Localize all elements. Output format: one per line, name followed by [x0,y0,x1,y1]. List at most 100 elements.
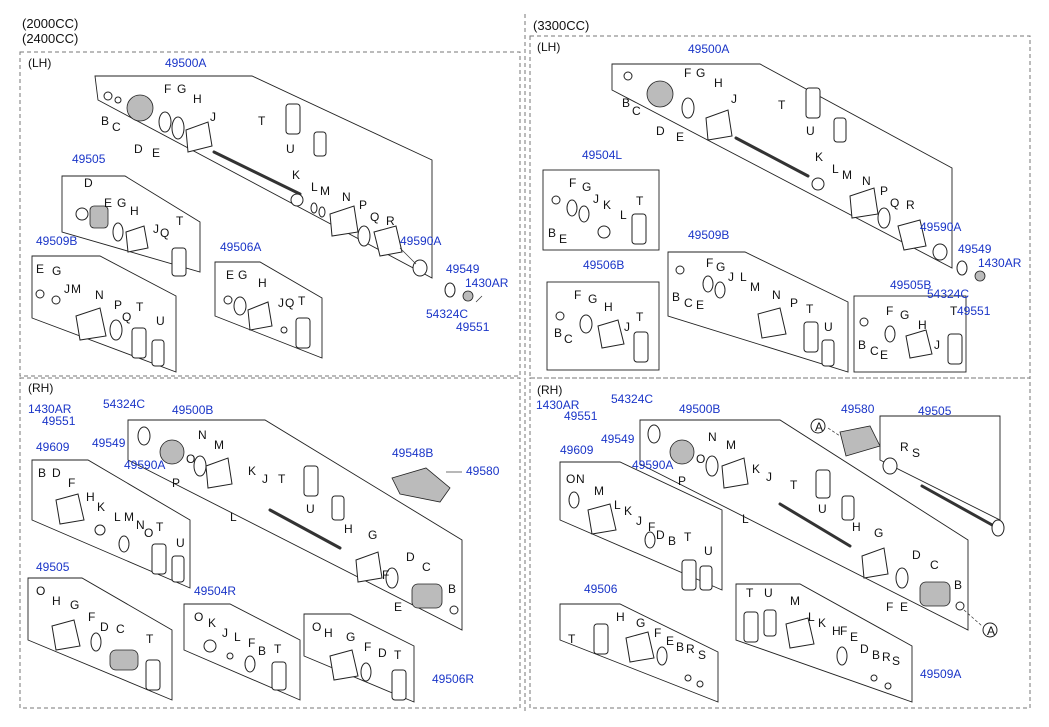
part-49509B-right[interactable]: 49509B [688,228,730,242]
part-49549-right[interactable]: 49549 [958,242,992,256]
part-49590A-left[interactable]: 49590A [400,234,442,248]
part-49505-right-rh[interactable]: 49505 [918,404,952,418]
part-49505-left[interactable]: 49505 [72,152,106,166]
letter-c-lr: C [422,560,431,574]
group-49506A-left [214,261,323,359]
letter-o-49504r: O [194,610,204,624]
letter-b-49609: B [38,466,47,480]
part-49504L-right[interactable]: 49504L [582,148,623,162]
callout-circle-a-bottom [982,622,998,638]
letter-h-rl: H [714,76,723,90]
part-49505-left-rh[interactable]: 49505 [36,560,70,574]
letter-m-49609r: M [594,484,604,498]
letter-f-49509a: F [840,624,848,638]
part-49551-right[interactable]: 49551 [957,304,991,318]
letter-h-ll: H [193,92,202,106]
nut-washer-left-lh [444,282,483,303]
letter-b-49609r: B [668,534,677,548]
part-49504R-left[interactable]: 49504R [194,584,237,598]
letter-j-rr: J [766,470,772,484]
part-49590A-right[interactable]: 49590A [920,220,962,234]
kit-49504L-right [551,195,647,245]
part-49509B-left[interactable]: 49509B [36,234,78,248]
part-49500B-left[interactable]: 49500B [172,403,214,417]
letter-k-ll: K [292,168,301,182]
part-49505B-right[interactable]: 49505B [890,278,932,292]
part-49590A-right-rh[interactable]: 49590A [632,458,674,472]
letter-k-49504r: K [208,616,217,630]
part-1430AR-right-rh[interactable]: 1430AR [536,398,580,412]
letter-k-lr: K [248,464,257,478]
part-49506-right[interactable]: 49506 [584,582,618,596]
part-49551-left[interactable]: 49551 [456,320,490,334]
part-49548B-left[interactable]: 49548B [392,446,434,460]
part-49500B-right[interactable]: 49500B [679,402,721,416]
group-49609-left [31,459,191,589]
letter-h-rr: H [852,520,861,534]
part-49506R-left[interactable]: 49506R [432,672,475,686]
part-49551-right-rh[interactable]: 49551 [564,409,598,423]
part-1430AR-right[interactable]: 1430AR [978,256,1022,270]
letter-d-ll: D [134,142,143,156]
letter-j-lr: J [262,472,268,486]
letter-k-rl: K [815,150,824,164]
letter-q-ll: Q [370,210,380,224]
part-54324C-right-rh[interactable]: 54324C [611,392,654,406]
letter-d-lr: D [406,550,415,564]
letter-t-49504l: T [636,194,644,208]
section-rh-left: (RH) [28,381,54,395]
part-54324C-left-rh[interactable]: 54324C [103,397,146,411]
letter-t-49509a: T [746,586,754,600]
letter-s-49506r2: S [698,648,707,662]
letter-d-rl: D [656,124,665,138]
letter-h-49506r2: H [616,610,625,624]
letter-e-49509a: E [850,630,859,644]
part-49506A-left[interactable]: 49506A [220,240,262,254]
letter-l-49504r: L [234,630,241,644]
group-49500B-right [639,419,969,631]
part-49580-right[interactable]: 49580 [841,402,875,416]
part-49580-left[interactable]: 49580 [466,464,500,478]
letter-k-rr: K [752,462,761,476]
letter-o-rr: O [696,452,706,466]
letter-g-49506a: G [238,268,248,282]
part-49549-right-rh[interactable]: 49549 [601,432,635,446]
letter-t-rr: T [790,478,798,492]
kit-49506A-left [223,295,311,349]
letter-k-49609r: K [624,504,633,518]
part-54324C-right[interactable]: 54324C [927,287,970,301]
part-1430AR-left[interactable]: 1430AR [465,276,509,290]
part-49500A-left[interactable]: 49500A [165,56,207,70]
part-49551-left-rh[interactable]: 49551 [42,414,76,428]
letter-n-ll: N [342,190,351,204]
part-54324C-left[interactable]: 54324C [426,307,469,321]
letter-t-rl: T [778,98,786,112]
letter-e-49505b: E [880,348,889,362]
letter-f-49504l: F [569,176,577,190]
letter-g-49506b: G [588,292,598,306]
part-1430AR-left-rh[interactable]: 1430AR [28,402,72,416]
part-49590A-left-rh[interactable]: 49590A [124,458,166,472]
letter-d-49509a: D [860,642,869,656]
part-49549-left[interactable]: 49549 [446,262,480,276]
panel-right-lh [529,35,1031,379]
part-49500A-right[interactable]: 49500A [688,42,730,56]
section-lh-right: (LH) [537,40,561,54]
part-49609-left[interactable]: 49609 [36,440,70,454]
letter-t-49506r2: T [568,632,576,646]
kit-49509A-right [743,609,892,690]
part-49609-right[interactable]: 49609 [560,443,594,457]
letter-j-49509br: J [728,270,734,284]
header-2400cc: (2400CC) [22,31,79,46]
part-49549-left-rh[interactable]: 49549 [92,436,126,450]
part-49509A-right[interactable]: 49509A [920,667,962,681]
letter-j-49504r: J [222,626,228,640]
letter-t-lr: T [278,472,286,486]
letter-t-49506b: T [636,310,644,324]
letter-h-49506r: H [324,626,333,640]
letter-g-ll: G [177,82,187,96]
group-49509B-left [31,255,177,373]
part-49506B-right[interactable]: 49506B [583,258,625,272]
nut-washer-right-lh [956,260,986,282]
